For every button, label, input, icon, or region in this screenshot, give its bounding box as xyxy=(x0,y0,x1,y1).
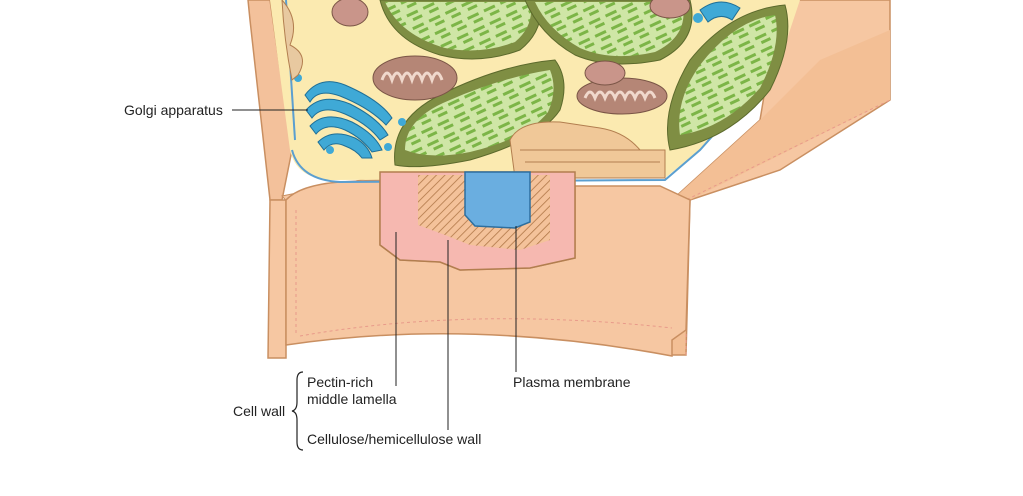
endoplasmic-reticulum xyxy=(281,0,666,179)
mitochondria xyxy=(331,0,691,115)
pectin-label-line2: middle lamella xyxy=(307,391,397,407)
left-cell-wall xyxy=(247,0,293,359)
cell-wall-label: Cell wall xyxy=(233,403,286,419)
pectin-label-line1: Pectin-rich xyxy=(307,374,374,390)
golgi-apparatus xyxy=(294,1,741,159)
wall-cross-section xyxy=(379,171,576,271)
plasma-membrane-label: Plasma membrane xyxy=(513,374,631,390)
golgi-apparatus-label: Golgi apparatus xyxy=(124,102,223,118)
leader-lines xyxy=(232,109,517,451)
cellulose-wall-label: Cellulose/hemicellulose wall xyxy=(307,431,482,447)
